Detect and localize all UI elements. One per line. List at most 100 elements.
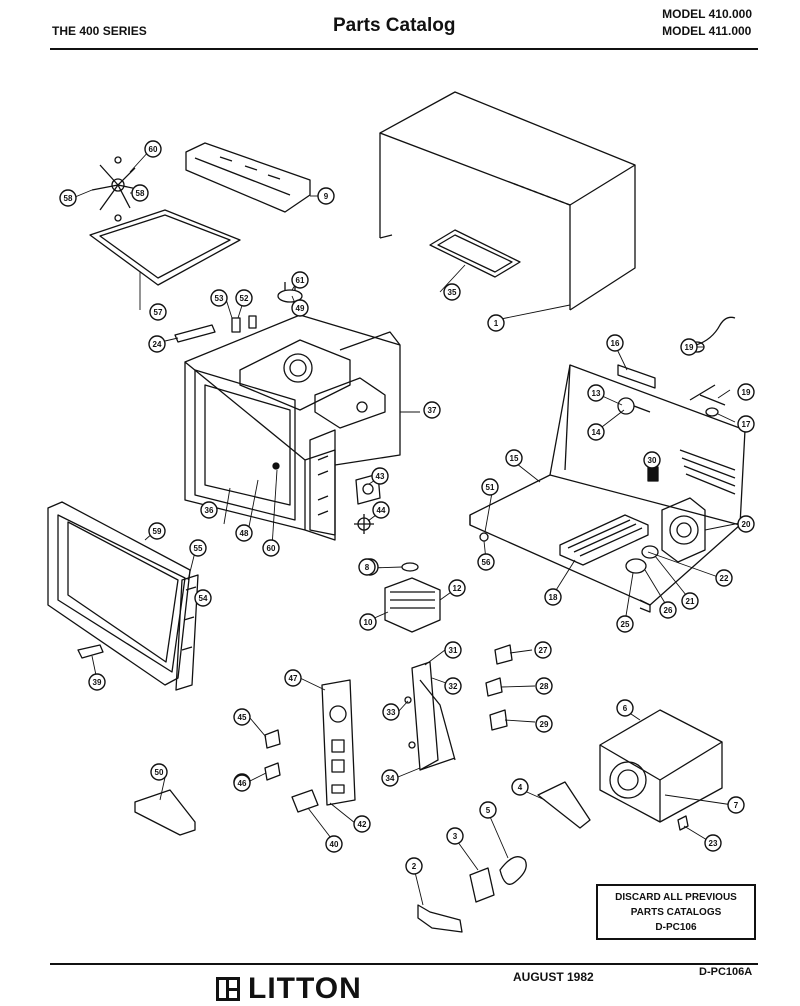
callout-label: 35 bbox=[448, 288, 457, 297]
callout-17: 17 bbox=[737, 415, 755, 433]
callout-15: 15 bbox=[505, 449, 523, 467]
callout-label: 58 bbox=[136, 189, 145, 198]
callout-35: 35 bbox=[443, 283, 461, 301]
callout-label: 7 bbox=[734, 801, 739, 810]
callout-57: 57 bbox=[149, 303, 167, 321]
fan-blade bbox=[499, 856, 527, 885]
interlock-bracket bbox=[404, 661, 456, 771]
litton-logo-icon bbox=[216, 977, 240, 1001]
start-button bbox=[291, 789, 319, 813]
callout-16: 16 bbox=[606, 334, 624, 352]
callout-31: 31 bbox=[444, 641, 462, 659]
model-number-1: MODEL 410.000 bbox=[662, 7, 752, 21]
callout-label: 1 bbox=[494, 319, 499, 328]
callout-label: 42 bbox=[358, 820, 367, 829]
callout-30: 30 bbox=[643, 451, 661, 469]
callout-28: 28 bbox=[535, 677, 553, 695]
callout-label: 8 bbox=[365, 563, 370, 572]
discard-line-3: D-PC106 bbox=[655, 922, 697, 933]
callout-8: 8 bbox=[358, 558, 376, 576]
callout-19: 19 bbox=[680, 338, 698, 356]
control-panel-front bbox=[321, 679, 356, 806]
callout-9: 9 bbox=[317, 187, 335, 205]
door-frame bbox=[47, 501, 191, 686]
brand-logo: LITTON bbox=[216, 972, 362, 1006]
callout-60: 60 bbox=[262, 539, 280, 557]
control-panel-bracket bbox=[309, 429, 336, 536]
callout-44: 44 bbox=[372, 501, 390, 519]
series-label: THE 400 SERIES bbox=[52, 24, 147, 38]
nameplate-label bbox=[617, 364, 656, 389]
callout-label: 9 bbox=[324, 192, 329, 201]
callout-37: 37 bbox=[423, 401, 441, 419]
callout-55: 55 bbox=[189, 539, 207, 557]
header-rule bbox=[50, 48, 758, 50]
callout-5: 5 bbox=[479, 801, 497, 819]
callout-58: 58 bbox=[59, 189, 77, 207]
base-chassis bbox=[469, 364, 746, 613]
cavity-top-plate bbox=[89, 209, 241, 286]
fan-blade-assembly bbox=[91, 156, 143, 222]
callout-label: 48 bbox=[240, 529, 249, 538]
motor-mount bbox=[417, 904, 463, 933]
page-title: Parts Catalog bbox=[333, 15, 456, 36]
small-clip bbox=[677, 815, 689, 831]
callout-label: 2 bbox=[412, 862, 417, 871]
callout-54: 54 bbox=[194, 589, 212, 607]
callout-label: 4 bbox=[518, 783, 523, 792]
callout-27: 27 bbox=[534, 641, 552, 659]
callout-label: 14 bbox=[592, 428, 601, 437]
discard-line-1: DISCARD ALL PREVIOUS bbox=[615, 892, 737, 903]
callout-40: 40 bbox=[325, 835, 343, 853]
callout-36: 36 bbox=[200, 501, 218, 519]
callout-label: 30 bbox=[648, 456, 657, 465]
magnetron bbox=[384, 562, 441, 633]
callout-59: 59 bbox=[148, 522, 166, 540]
thermostat-clip bbox=[479, 532, 489, 542]
callout-label: 45 bbox=[238, 713, 247, 722]
publication-date: AUGUST 1982 bbox=[513, 970, 594, 984]
callout-21: 21 bbox=[681, 592, 699, 610]
callout-label: 60 bbox=[267, 544, 276, 553]
callout-label: 21 bbox=[686, 597, 695, 606]
cabinet-vent-gasket bbox=[429, 229, 521, 278]
callout-4: 4 bbox=[511, 778, 529, 796]
oven-cavity bbox=[184, 314, 401, 541]
brand-name: LITTON bbox=[248, 972, 362, 1005]
callout-20: 20 bbox=[737, 515, 755, 533]
callout-label: 19 bbox=[742, 388, 751, 397]
callout-label: 53 bbox=[215, 294, 224, 303]
callout-label: 61 bbox=[296, 276, 305, 285]
callout-label: 34 bbox=[386, 774, 395, 783]
callout-label: 37 bbox=[428, 406, 437, 415]
timer-switch bbox=[264, 729, 281, 749]
discard-line-2: PARTS CATALOGS bbox=[630, 907, 722, 918]
callout-label: 51 bbox=[486, 483, 495, 492]
callout-47: 47 bbox=[284, 669, 302, 687]
callout-2: 2 bbox=[405, 857, 423, 875]
door-choke-strip bbox=[175, 574, 199, 691]
callout-label: 54 bbox=[199, 594, 208, 603]
callout-48: 48 bbox=[235, 524, 253, 542]
callout-label: 13 bbox=[592, 389, 601, 398]
callout-45: 45 bbox=[233, 708, 251, 726]
callout-label: 52 bbox=[240, 294, 249, 303]
callout-label: 20 bbox=[742, 520, 751, 529]
capacitor-bank bbox=[559, 514, 649, 566]
callout-label: 31 bbox=[449, 646, 458, 655]
callout-46: 46 bbox=[233, 774, 251, 792]
callout-label: 60 bbox=[149, 145, 158, 154]
callout-49: 49 bbox=[291, 299, 309, 317]
callout-label: 10 bbox=[364, 618, 373, 627]
callout-label: 47 bbox=[289, 674, 298, 683]
callout-label: 18 bbox=[549, 593, 558, 602]
model-numbers: MODEL 410.000 MODEL 411.000 bbox=[662, 6, 752, 40]
callout-23: 23 bbox=[704, 834, 722, 852]
terminal-lead bbox=[689, 384, 726, 406]
blower-housing bbox=[599, 709, 723, 823]
callout-61: 61 bbox=[291, 271, 309, 289]
callout-24: 24 bbox=[148, 335, 166, 353]
callout-14: 14 bbox=[587, 423, 605, 441]
callout-label: 55 bbox=[194, 544, 203, 553]
callout-51: 51 bbox=[481, 478, 499, 496]
